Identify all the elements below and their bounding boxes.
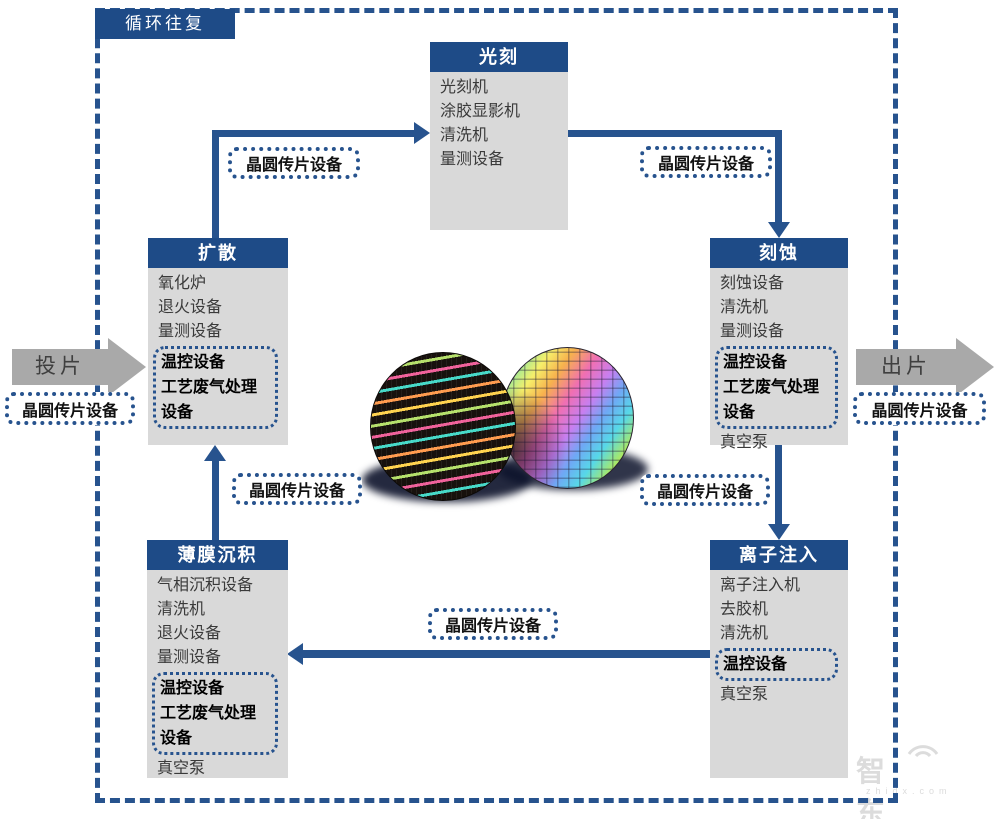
- equipment-item-highlighted: 温控设备: [161, 354, 226, 371]
- arrowhead-into-etch-icon: [768, 222, 790, 238]
- arrowhead-into-litho-icon: [414, 122, 430, 144]
- equipment-item: 量测设备: [440, 151, 505, 168]
- stage-ion-title: 离子注入: [710, 540, 848, 570]
- equipment-item: 去胶机: [720, 601, 769, 618]
- transfer-label-litho-etch: 晶圆传片设备: [640, 146, 772, 178]
- equipment-item: 离子注入机: [720, 577, 801, 594]
- equipment-item: 清洗机: [440, 127, 489, 144]
- arrow-litho-to-etch-horizontal: [568, 130, 782, 137]
- equipment-item: 清洗机: [720, 625, 769, 642]
- equipment-item-highlighted: 工艺废气处理设备: [161, 379, 258, 421]
- equipment-item-highlighted: 温控设备: [160, 680, 225, 697]
- wafer-in-arrow: [12, 349, 108, 385]
- highlighted-equipment-box: 温控设备 工艺废气处理设备: [152, 672, 278, 755]
- equipment-item: 清洗机: [720, 299, 769, 316]
- equipment-item: 量测设备: [157, 649, 222, 666]
- arrow-ion-to-film-horizontal: [303, 650, 710, 658]
- stage-thin-film-deposition: 薄膜沉积 气相沉积设备 清洗机 退火设备 量测设备 温控设备 工艺废气处理设备 …: [147, 540, 288, 778]
- equipment-item-highlighted: 温控设备: [723, 354, 788, 371]
- wafer-in-arrowhead-icon: [108, 338, 146, 396]
- highlighted-equipment-box: 温控设备: [715, 648, 838, 681]
- wafer-out-arrowhead-icon: [956, 338, 994, 396]
- equipment-item-highlighted: 工艺废气处理设备: [160, 705, 257, 747]
- equipment-item: 真空泵: [720, 434, 769, 451]
- stage-ion-implantation: 离子注入 离子注入机 去胶机 清洗机 温控设备 真空泵: [710, 540, 848, 778]
- equipment-item-highlighted: 工艺废气处理设备: [723, 379, 820, 421]
- arrowhead-into-ion-icon: [768, 524, 790, 540]
- wafer-image-left: [370, 352, 516, 501]
- equipment-item: 清洗机: [157, 601, 206, 618]
- arrowhead-into-film-icon: [287, 643, 303, 665]
- equipment-item: 涂胶显影机: [440, 103, 521, 120]
- stage-lithography: 光刻 光刻机 涂胶显影机 清洗机 量测设备: [430, 42, 568, 230]
- equipment-item: 真空泵: [157, 760, 206, 777]
- transfer-label-input: 晶圆传片设备: [5, 392, 135, 425]
- equipment-item-highlighted: 温控设备: [723, 656, 788, 673]
- stage-lithography-title: 光刻: [430, 42, 568, 72]
- equipment-item: 退火设备: [158, 299, 223, 316]
- cycle-label: 循环往复: [95, 9, 235, 39]
- wafer-image-right: [501, 347, 634, 489]
- arrowhead-into-diffusion-icon: [204, 445, 226, 461]
- wafer-out-arrow: [856, 349, 956, 385]
- transfer-label-ion-film: 晶圆传片设备: [428, 608, 558, 640]
- stage-diffusion: 扩散 氧化炉 退火设备 量测设备 温控设备 工艺废气处理设备: [148, 238, 288, 445]
- transfer-label-etch-ion: 晶圆传片设备: [640, 474, 770, 506]
- transfer-label-film-diff: 晶圆传片设备: [232, 473, 362, 505]
- equipment-item: 气相沉积设备: [157, 577, 254, 594]
- arrow-litho-to-etch-vertical: [775, 130, 782, 222]
- watermark-domain: zhidx.com: [866, 786, 952, 796]
- highlighted-equipment-box: 温控设备 工艺废气处理设备: [715, 346, 838, 429]
- arrow-diffusion-to-litho-vertical: [212, 135, 219, 240]
- equipment-item: 量测设备: [158, 323, 223, 340]
- stage-thin-film-title: 薄膜沉积: [147, 540, 288, 570]
- equipment-item: 氧化炉: [158, 275, 207, 292]
- stage-etching: 刻蚀 刻蚀设备 清洗机 量测设备 温控设备 工艺废气处理设备 真空泵: [710, 238, 848, 451]
- equipment-item: 真空泵: [720, 686, 769, 703]
- watermark-brand: 智东西: [856, 756, 891, 819]
- signal-arcs-icon: [907, 745, 939, 757]
- stage-diffusion-title: 扩散: [148, 238, 288, 268]
- arrow-diffusion-to-litho-horizontal: [212, 130, 414, 137]
- highlighted-equipment-box: 温控设备 工艺废气处理设备: [153, 346, 278, 429]
- stage-etching-title: 刻蚀: [710, 238, 848, 268]
- equipment-item: 量测设备: [720, 323, 785, 340]
- arrow-film-to-diffusion-vertical: [212, 461, 219, 540]
- arrow-etch-to-ion-vertical: [775, 445, 782, 524]
- equipment-item: 刻蚀设备: [720, 275, 785, 292]
- equipment-item: 光刻机: [440, 79, 489, 96]
- transfer-label-diff-litho: 晶圆传片设备: [228, 147, 360, 179]
- transfer-label-output: 晶圆传片设备: [853, 392, 986, 425]
- wafer-out-label: 出片: [881, 355, 931, 378]
- wafer-in-label: 投片: [35, 355, 85, 378]
- equipment-item: 退火设备: [157, 625, 222, 642]
